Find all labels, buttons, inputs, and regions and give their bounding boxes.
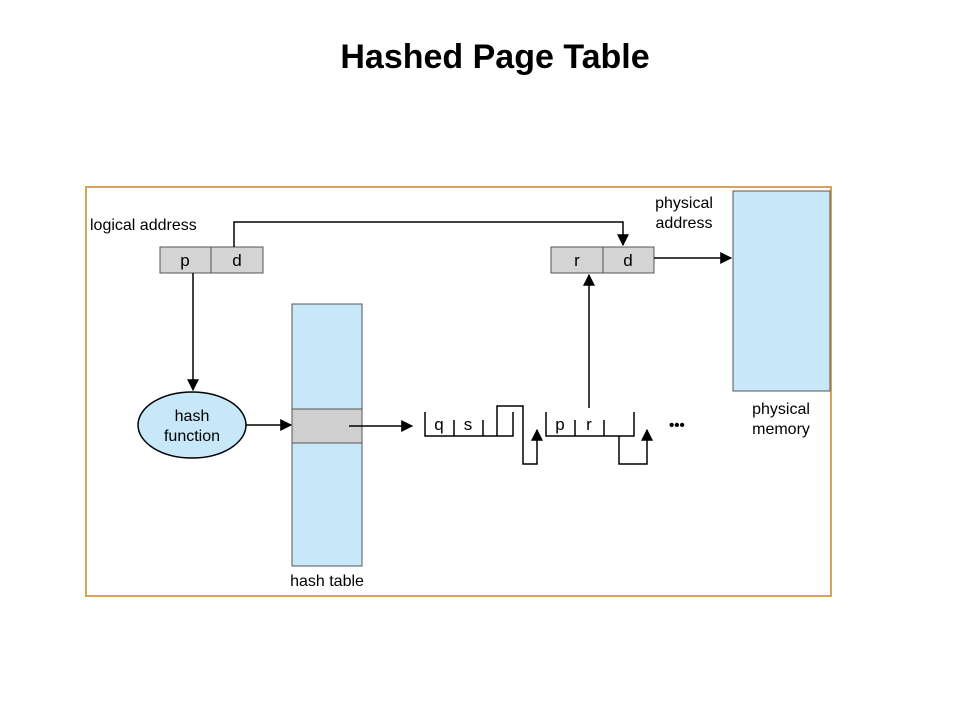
physical-d-label: d: [623, 251, 632, 270]
chain-element: p r: [545, 412, 635, 437]
offset-copy-arrow: [233, 221, 629, 247]
physical-d-field: [602, 246, 655, 274]
logical-p-label: p: [180, 251, 189, 270]
logical-d-label: d: [232, 251, 241, 270]
hash-function-label-1: hash: [175, 408, 210, 425]
diagram-frame: logical address p d physical address r d…: [85, 186, 832, 597]
page-title: Hashed Page Table: [340, 38, 650, 76]
physical-memory-label-2: memory: [752, 421, 810, 438]
chain-element: q s: [424, 412, 514, 437]
hash-function-ellipse: [137, 391, 247, 459]
physical-address-label-1: physical: [655, 195, 713, 212]
hash-table-label: hash table: [290, 573, 364, 590]
hashed-page-table-diagram: logical address p d physical address r d…: [90, 190, 831, 590]
logical-d-field: [210, 246, 264, 274]
chain-link-arrow-1: [496, 405, 543, 465]
physical-r-field: [550, 246, 604, 274]
physical-address-register: r d: [550, 246, 655, 274]
hash-function-label-2: function: [164, 428, 220, 445]
chain-continuation-ellipsis: •••: [669, 417, 685, 434]
chain-2-page: p: [555, 415, 564, 434]
chain-1-frame: s: [464, 415, 473, 434]
physical-address-label-2: address: [656, 215, 713, 232]
chain-link-arrow-2: [618, 428, 653, 465]
logical-p-field: [159, 246, 212, 274]
chain-1-page: q: [434, 415, 443, 434]
physical-memory-label-1: physical: [752, 401, 810, 418]
physical-r-label: r: [574, 251, 580, 270]
chain-2-frame: r: [586, 415, 592, 434]
logical-address-register: p d: [159, 246, 264, 274]
logical-address-label: logical address: [90, 217, 197, 234]
physical-memory-block: [732, 190, 831, 392]
